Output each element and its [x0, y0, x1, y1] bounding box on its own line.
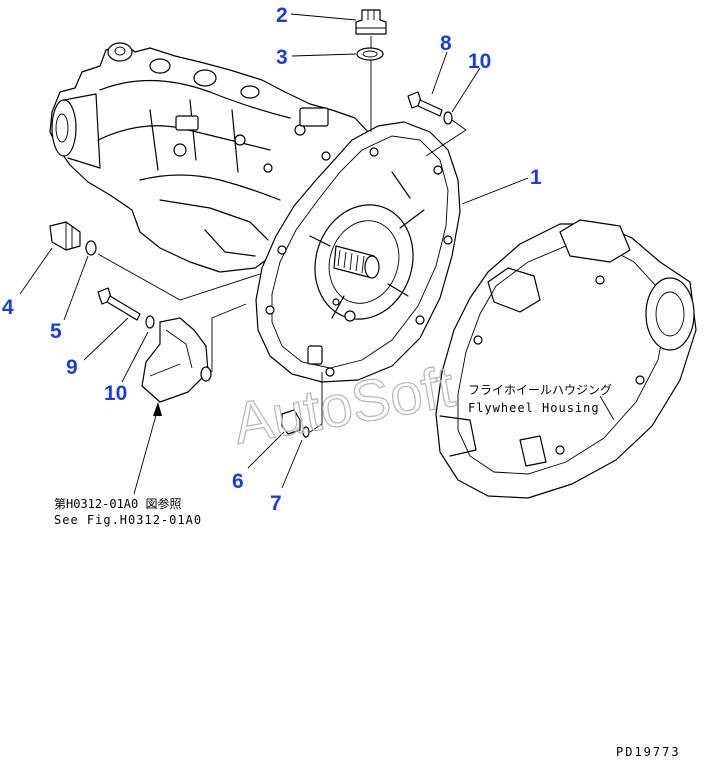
washer-part-10-lower	[145, 315, 155, 329]
callout-4: 4	[2, 296, 14, 319]
drawing-code: PD19773	[616, 745, 681, 759]
reference-label-jp: 第H0312-01A0 図参照	[54, 496, 181, 511]
callout-10-top: 10	[468, 50, 491, 73]
callout-6: 6	[232, 470, 244, 493]
callout-10-lower: 10	[104, 382, 127, 405]
callout-numbers: 1 2 3 4 5 6 7 8 9 10 10	[2, 4, 542, 515]
washer-part-10-top	[443, 111, 453, 125]
o-ring-part-5	[85, 240, 97, 256]
callout-9: 9	[66, 356, 78, 379]
o-ring-part-3	[356, 47, 384, 61]
bolt-part-8	[407, 91, 443, 117]
callout-7: 7	[270, 492, 282, 515]
bolt-part-9	[97, 287, 141, 321]
pump-adapter-flange	[255, 121, 461, 383]
callout-8: 8	[440, 32, 452, 55]
leader-lines	[19, 13, 615, 495]
plug-part-2	[355, 9, 387, 35]
reference-label-en: See Fig.H0312-01A0	[54, 513, 202, 527]
o-ring-part-7	[302, 426, 310, 438]
callout-3: 3	[276, 46, 288, 69]
callout-2: 2	[276, 4, 288, 27]
callout-1: 1	[530, 166, 542, 189]
flywheel-housing-label-en: Flywheel Housing	[468, 401, 600, 415]
flywheel-housing-label-jp: フライホイールハウジング	[468, 383, 612, 397]
plug-part-4	[49, 221, 81, 251]
bracket-assembly	[141, 317, 212, 403]
callout-5: 5	[50, 320, 62, 343]
flywheel-housing	[435, 219, 697, 499]
plug-part-6	[281, 409, 301, 435]
